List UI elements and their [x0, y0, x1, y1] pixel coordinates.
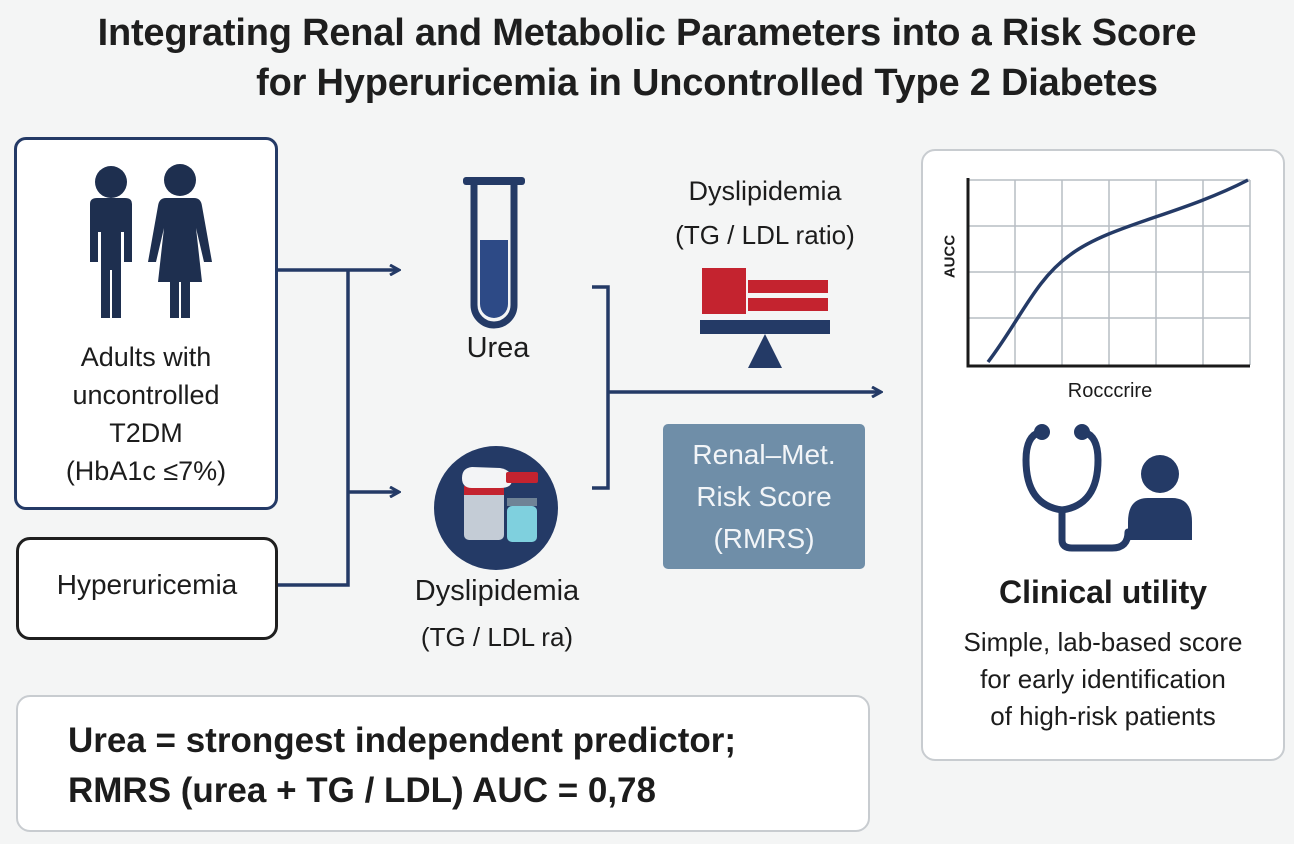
summary-text: Urea = strongest independent predictor; …	[68, 716, 858, 816]
hyperuricemia-label: Hyperuricemia	[56, 569, 238, 600]
population-line: T2DM	[109, 418, 183, 448]
clinical-line: of high-risk patients	[990, 701, 1216, 731]
roc-xlabel: Rocccrire	[1067, 380, 1153, 402]
population-line: (HbA1c ≤7%)	[65, 456, 227, 486]
population-box	[14, 137, 278, 510]
dyslipidemia-upper-sublabel: (TG / LDL ratio)	[675, 220, 855, 250]
hyperuricemia-box	[16, 537, 278, 640]
rmrs-line: Risk Score	[696, 481, 832, 512]
clinical-line: Simple, lab-based score	[963, 627, 1243, 657]
population-line: Adults with	[80, 342, 212, 372]
rmrs-line: Renal–Met.	[692, 439, 836, 470]
population-line: uncontrolled	[72, 380, 220, 410]
summary-line1: Urea = strongest independent predictor;	[68, 721, 737, 760]
rmrs-score-text: Renal–Met. Risk Score (RMRS)	[663, 434, 865, 560]
roc-panel	[921, 149, 1285, 761]
page-title-line1: Integrating Renal and Metabolic Paramete…	[97, 12, 1197, 54]
clinical-heading: Clinical utility	[998, 574, 1208, 610]
page-title-line2: for Hyperuricemia in Uncontrolled Type 2…	[256, 62, 1158, 104]
dyslipidemia-upper-label: Dyslipidemia	[688, 176, 842, 206]
summary-box	[16, 695, 870, 832]
summary-line2: RMRS (urea + TG / LDL) AUC = 0,78	[68, 771, 656, 810]
dyslipidemia-lower-sublabel: (TG / LDL ra)	[420, 622, 574, 652]
clinical-line: for early identification	[980, 664, 1226, 694]
rmrs-line: (RMRS)	[713, 523, 815, 554]
dyslipidemia-lower-label: Dyslipidemia	[414, 575, 580, 607]
clinical-description: Simple, lab-based score for early identi…	[923, 624, 1283, 735]
population-text: Adults with uncontrolled T2DM (HbA1c ≤7%…	[20, 338, 272, 490]
rmrs-score-box	[663, 424, 865, 569]
urea-label: Urea	[466, 332, 530, 364]
